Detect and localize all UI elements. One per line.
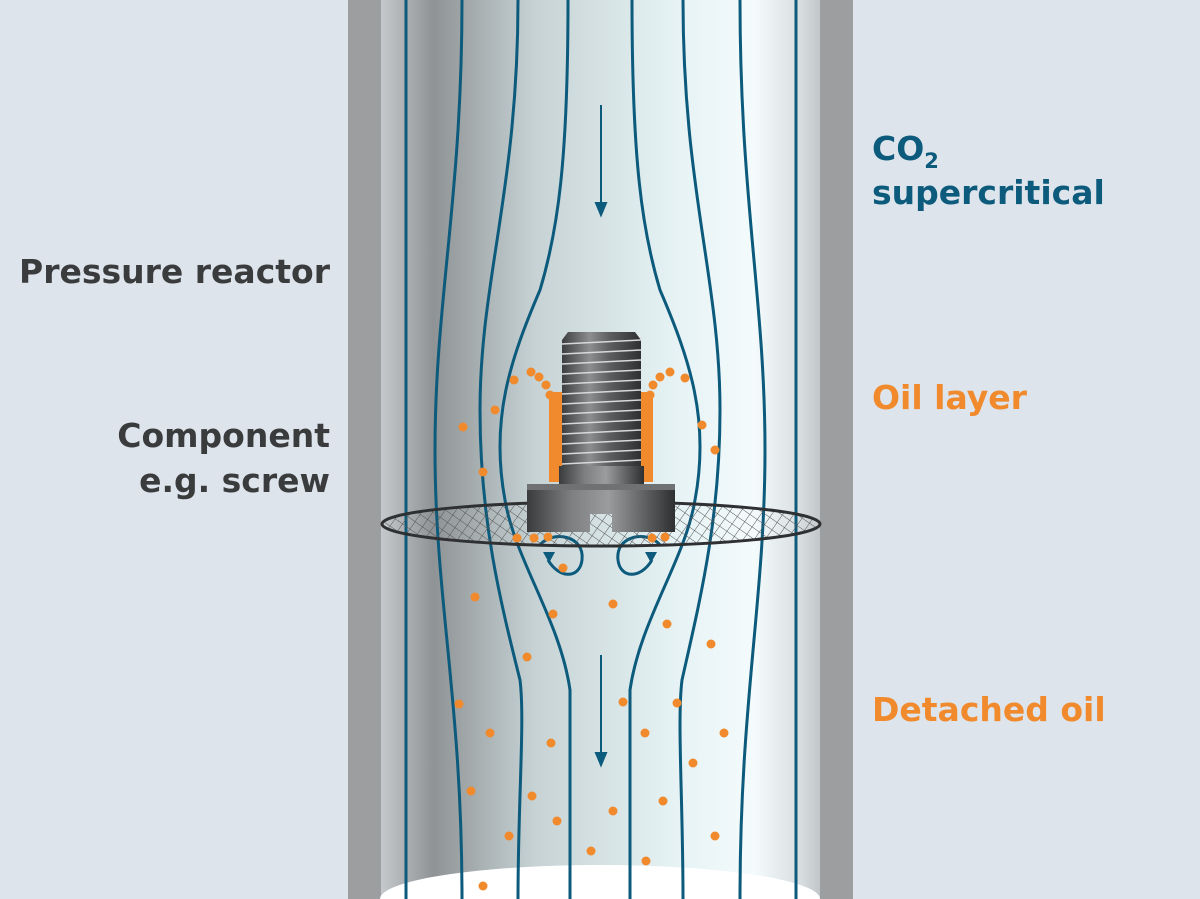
oil-droplet <box>697 420 707 430</box>
oil-droplet <box>710 445 720 455</box>
oil-droplets <box>454 367 729 891</box>
oil-droplet <box>710 831 720 841</box>
oil-droplet <box>466 786 476 796</box>
oil-droplet <box>660 532 670 542</box>
oil-droplet <box>522 652 532 662</box>
reactor-wall-left <box>348 0 381 899</box>
down-arrow-icon <box>594 655 608 768</box>
oil-droplet <box>672 698 682 708</box>
oil-droplet <box>470 592 480 602</box>
oil-droplet <box>680 373 690 383</box>
oil-droplet <box>552 816 562 826</box>
oil-droplet <box>608 599 618 609</box>
component-text: Component <box>117 416 330 455</box>
component-example-text: e.g. screw <box>139 461 330 500</box>
pressure-reactor-text: Pressure reactor <box>19 252 330 291</box>
co2-label: CO2 <box>872 126 939 172</box>
down-arrow-icon <box>594 105 608 218</box>
oil-droplet <box>608 806 618 816</box>
oil-droplet <box>647 533 657 543</box>
detached-oil-text: Detached oil <box>872 690 1106 729</box>
oil-droplet <box>478 881 488 891</box>
reactor-wall-right <box>820 0 853 899</box>
oil-layer-right <box>640 392 653 482</box>
oil-droplet <box>543 532 553 542</box>
oil-droplet <box>641 856 651 866</box>
oil-droplet <box>655 372 665 382</box>
oil-droplet <box>618 697 628 707</box>
swirl-arrow-icon <box>543 552 555 563</box>
oil-layer-left <box>549 392 562 482</box>
oil-droplet <box>662 619 672 629</box>
oil-droplet <box>546 738 556 748</box>
supercritical-text: supercritical <box>872 173 1105 212</box>
oil-layer-text: Oil layer <box>872 378 1027 417</box>
oil-droplet <box>719 728 729 738</box>
oil-droplet <box>688 758 698 768</box>
oil-droplet <box>645 390 655 400</box>
component-label-line1: Component <box>117 413 330 459</box>
oil-droplet <box>512 533 522 543</box>
reactor-bottom <box>380 865 820 899</box>
oil-droplet <box>658 796 668 806</box>
oil-layer-label: Oil layer <box>872 375 1027 421</box>
oil-droplet <box>509 375 519 385</box>
component-label-line2: e.g. screw <box>139 458 330 504</box>
swirl-arrow-icon <box>645 552 657 563</box>
oil-droplet <box>490 405 500 415</box>
co2-text: CO <box>872 129 925 168</box>
oil-droplet <box>545 390 555 400</box>
oil-droplet <box>534 372 544 382</box>
oil-droplet <box>548 609 558 619</box>
oil-droplet <box>648 380 658 390</box>
co2-flow-lines <box>404 0 798 899</box>
oil-droplet <box>527 791 537 801</box>
oil-droplet <box>586 846 596 856</box>
pressure-reactor-label: Pressure reactor <box>19 249 330 295</box>
co2-subscript: 2 <box>924 149 939 173</box>
supercritical-label: supercritical <box>872 170 1105 216</box>
oil-droplet <box>454 699 464 709</box>
screw-icon <box>527 332 675 532</box>
oil-droplet <box>529 533 539 543</box>
oil-droplet <box>485 728 495 738</box>
oil-droplet <box>458 422 468 432</box>
oil-droplet <box>706 639 716 649</box>
oil-droplet <box>665 367 675 377</box>
detached-oil-label: Detached oil <box>872 687 1106 733</box>
oil-droplet <box>504 831 514 841</box>
oil-droplet <box>526 367 536 377</box>
oil-droplet <box>640 728 650 738</box>
oil-droplet <box>541 380 551 390</box>
oil-droplet <box>478 467 488 477</box>
oil-droplet <box>558 563 568 573</box>
